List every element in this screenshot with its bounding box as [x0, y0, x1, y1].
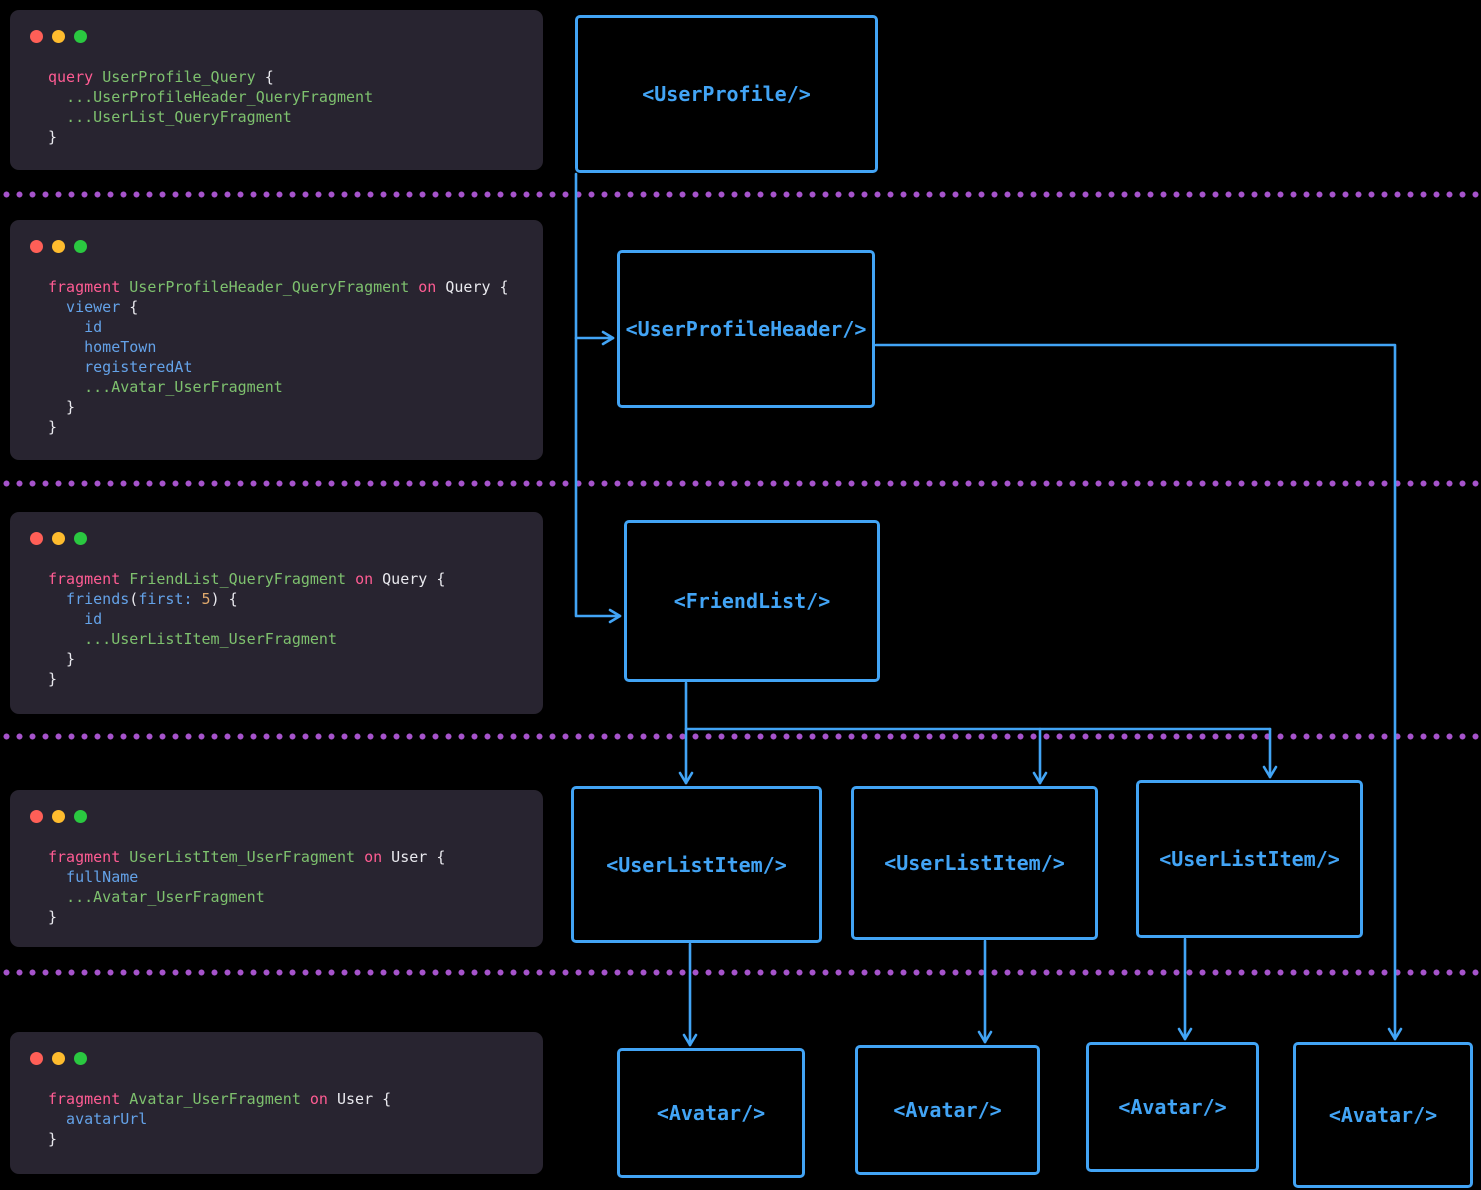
component-node-user-list-item-2: <UserListItem/>: [851, 786, 1098, 940]
code-line: }: [48, 398, 76, 416]
code-panel-user-list-item-fragment: fragment UserListItem_UserFragment on Us…: [10, 790, 543, 947]
component-node-user-list-item-3: <UserListItem/>: [1136, 780, 1363, 938]
minimize-button-icon: [52, 30, 65, 43]
code-line: ...UserProfileHeader_QueryFragment: [66, 88, 374, 106]
code-line: fragment FriendList_QueryFragment on Que…: [48, 570, 446, 588]
maximize-button-icon: [74, 1052, 87, 1065]
code-line: ...Avatar_UserFragment: [84, 378, 283, 396]
minimize-button-icon: [52, 1052, 65, 1065]
maximize-button-icon: [74, 240, 87, 253]
code-block: fragment UserProfileHeader_QueryFragment…: [48, 277, 543, 437]
code-line: ...UserList_QueryFragment: [66, 108, 292, 126]
close-button-icon: [30, 240, 43, 253]
code-block: fragment FriendList_QueryFragment on Que…: [48, 569, 543, 689]
maximize-button-icon: [74, 810, 87, 823]
code-line: id: [48, 610, 103, 628]
code-line: fragment Avatar_UserFragment on User {: [48, 1090, 392, 1108]
close-button-icon: [30, 810, 43, 823]
window-controls: [30, 810, 543, 823]
code-line: viewer {: [48, 298, 139, 316]
component-node-user-profile: <UserProfile/>: [575, 15, 878, 173]
code-panel-user-profile-query: query UserProfile_Query { ...UserProfile…: [10, 10, 543, 170]
component-node-user-list-item-1: <UserListItem/>: [571, 786, 822, 943]
code-line: fragment UserListItem_UserFragment on Us…: [48, 848, 446, 866]
code-line: query UserProfile_Query {: [48, 68, 274, 86]
close-button-icon: [30, 532, 43, 545]
component-node-avatar-1: <Avatar/>: [617, 1048, 805, 1178]
window-controls: [30, 240, 543, 253]
code-line: avatarUrl: [48, 1110, 148, 1128]
minimize-button-icon: [52, 240, 65, 253]
component-node-avatar-3: <Avatar/>: [1086, 1042, 1259, 1172]
code-line: fullName: [48, 868, 139, 886]
close-button-icon: [30, 30, 43, 43]
code-line: homeTown: [48, 338, 157, 356]
code-panel-avatar-fragment: fragment Avatar_UserFragment on User { a…: [10, 1032, 543, 1174]
dotted-separator: [0, 733, 1481, 740]
edge-user-profile-to-friend-list: [574, 172, 622, 624]
maximize-button-icon: [74, 30, 87, 43]
component-node-avatar-2: <Avatar/>: [855, 1045, 1040, 1175]
code-block: fragment UserListItem_UserFragment on Us…: [48, 847, 543, 927]
code-line: friends(first: 5) {: [48, 590, 238, 608]
code-line: ...UserListItem_UserFragment: [84, 630, 337, 648]
code-line: }: [48, 670, 58, 688]
component-node-friend-list: <FriendList/>: [624, 520, 880, 682]
close-button-icon: [30, 1052, 43, 1065]
code-line: }: [48, 908, 58, 926]
dotted-separator: [0, 969, 1481, 976]
code-line: }: [48, 128, 58, 146]
code-line: id: [48, 318, 103, 336]
component-node-avatar-4: <Avatar/>: [1293, 1042, 1473, 1188]
code-block: fragment Avatar_UserFragment on User { a…: [48, 1089, 543, 1149]
code-line: ...Avatar_UserFragment: [66, 888, 265, 906]
code-line: }: [48, 650, 76, 668]
dotted-separator: [0, 191, 1481, 198]
code-panel-friend-list-fragment: fragment FriendList_QueryFragment on Que…: [10, 512, 543, 714]
component-node-user-profile-header: <UserProfileHeader/>: [617, 250, 875, 408]
maximize-button-icon: [74, 532, 87, 545]
window-controls: [30, 532, 543, 545]
code-panel-user-profile-header-fragment: fragment UserProfileHeader_QueryFragment…: [10, 220, 543, 460]
dotted-separator: [0, 480, 1481, 487]
code-line: }: [48, 418, 58, 436]
window-controls: [30, 30, 543, 43]
window-controls: [30, 1052, 543, 1065]
code-block: query UserProfile_Query { ...UserProfile…: [48, 67, 543, 147]
minimize-button-icon: [52, 532, 65, 545]
code-line: }: [48, 1130, 58, 1148]
code-line: fragment UserProfileHeader_QueryFragment…: [48, 278, 509, 296]
minimize-button-icon: [52, 810, 65, 823]
code-line: registeredAt: [48, 358, 193, 376]
